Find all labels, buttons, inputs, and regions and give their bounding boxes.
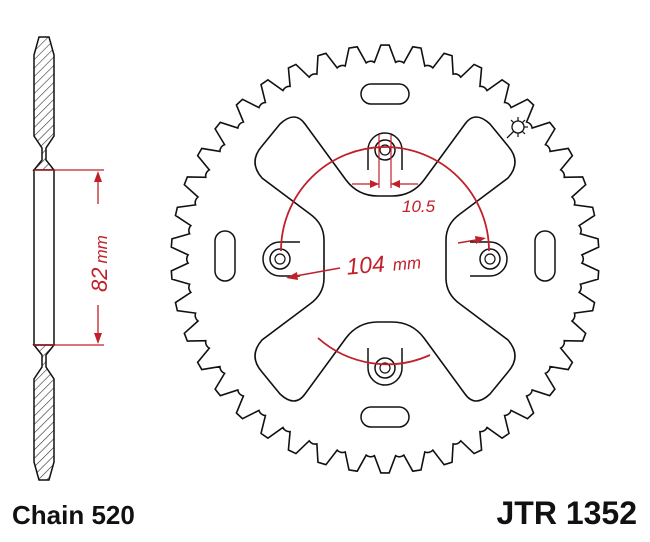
- gear-symbol-icon: [506, 117, 528, 139]
- bolt-hole-top: [374, 139, 396, 161]
- bolt-hole-label: 10.5: [402, 197, 436, 216]
- slot-top: [360, 83, 410, 105]
- bore-arrow-top: [94, 171, 102, 182]
- pitch-arrow-right: [475, 236, 486, 244]
- hole-arrow-right: [391, 180, 400, 188]
- slot-bottom: [360, 406, 410, 428]
- side-profile: 82mm: [32, 36, 112, 481]
- profile-lower-hatched: [32, 344, 56, 481]
- bore-arrow-bottom: [94, 333, 102, 344]
- pitch-circle-arc-upper: [280, 146, 490, 252]
- profile-upper-hatched: [32, 36, 56, 171]
- profile-center-body: [33, 169, 55, 346]
- pitch-dimension-line-left: [289, 267, 341, 278]
- bolt-lobe-right: [470, 241, 508, 277]
- sprocket-front-view: [170, 44, 600, 474]
- pitch-arrow-left: [286, 272, 298, 280]
- sprocket-teeth-outline: [170, 44, 600, 474]
- pitch-circle-arc-lower: [317, 337, 431, 366]
- bolt-hole-right: [479, 248, 501, 270]
- bolt-lobe-top: [367, 132, 403, 170]
- bolt-hole-left: [269, 248, 291, 270]
- slot-left: [214, 230, 236, 282]
- chain-caption: Chain 520: [12, 500, 135, 530]
- part-number-caption: JTR 1352: [496, 495, 637, 531]
- hole-arrow-left: [370, 180, 379, 188]
- bore-dimension-label: 82mm: [87, 235, 112, 292]
- center-cutout: [254, 116, 516, 402]
- bolt-lobe-bottom: [367, 348, 403, 386]
- slot-right: [534, 230, 556, 282]
- bolt-lobe-left: [262, 241, 300, 277]
- bolt-hole-bottom: [374, 357, 396, 379]
